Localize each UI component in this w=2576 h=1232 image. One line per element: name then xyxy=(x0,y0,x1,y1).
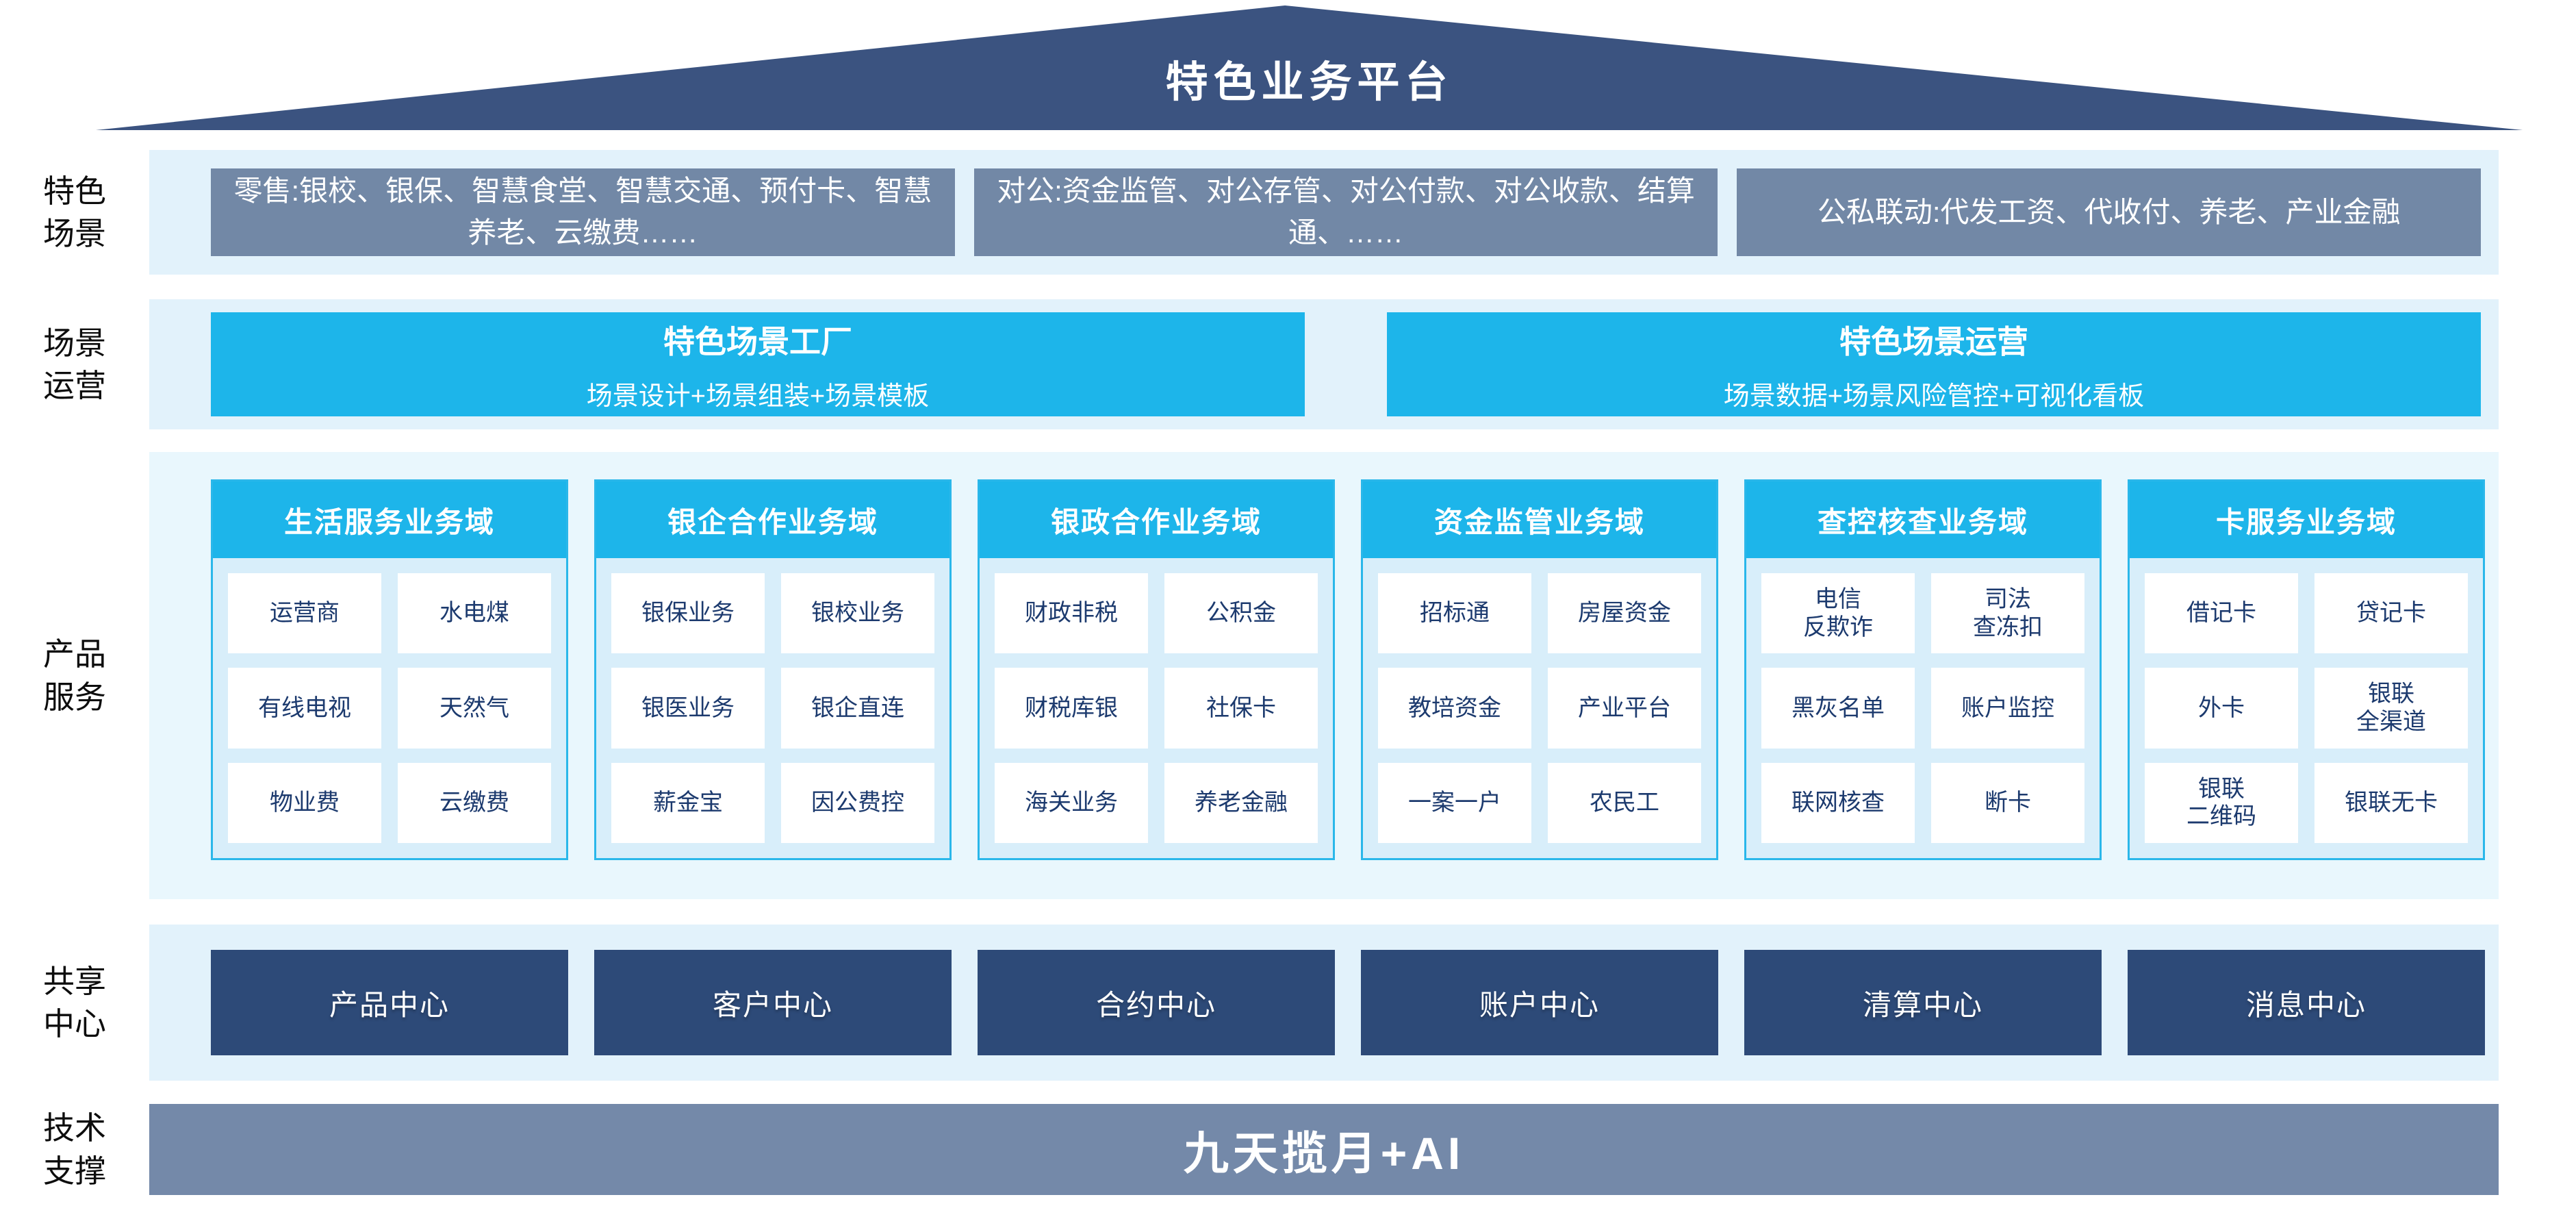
center-box-product: 产品中心 xyxy=(211,950,568,1055)
domain-column-card-services: 卡服务业务域 借记卡 贷记卡 外卡 银联 全渠道 银联 二维码 银联无卡 xyxy=(2128,479,2485,860)
domain-column-life-services: 生活服务业务域 运营商 水电煤 有线电视 天然气 物业费 云缴费 xyxy=(211,479,568,860)
diagram-title: 特色业务平台 xyxy=(1165,59,1453,106)
scene-operation-title: 特色场景运营 xyxy=(1839,323,2028,360)
domain-header: 资金监管业务域 xyxy=(1363,481,1716,558)
product-cell: 银联 全渠道 xyxy=(2314,668,2468,749)
scenes-band: 零售:银校、银保、智慧食堂、智慧交通、预付卡、智慧养老、云缴费…… 对公:资金监… xyxy=(149,150,2499,275)
scene-box-retail: 零售:银校、银保、智慧食堂、智慧交通、预付卡、智慧养老、云缴费…… xyxy=(211,168,955,256)
product-cell: 贷记卡 xyxy=(2314,573,2468,654)
center-box-account: 账户中心 xyxy=(1361,950,1718,1055)
domain-body: 财政非税 公积金 财税库银 社保卡 海关业务 养老金融 xyxy=(980,558,1333,858)
product-cell: 运营商 xyxy=(228,573,381,654)
domain-column-bank-government: 银政合作业务域 财政非税 公积金 财税库银 社保卡 海关业务 养老金融 xyxy=(978,479,1335,860)
domain-header: 生活服务业务域 xyxy=(213,481,566,558)
scene-operation-box: 特色场景运营 场景数据+场景风险管控+可视化看板 xyxy=(1387,312,2481,416)
product-cell: 有线电视 xyxy=(228,668,381,749)
scene-factory-title: 特色场景工厂 xyxy=(663,323,852,360)
product-cell: 司法 查冻扣 xyxy=(1931,573,2084,654)
layer-label-centers: 共享 中心 xyxy=(43,963,106,1042)
domain-header: 银政合作业务域 xyxy=(980,481,1333,558)
scene-factory-subtitle: 场景设计+场景组装+场景模板 xyxy=(586,381,930,411)
product-cell: 银保业务 xyxy=(611,573,765,654)
domain-body: 借记卡 贷记卡 外卡 银联 全渠道 银联 二维码 银联无卡 xyxy=(2130,558,2483,858)
product-cell: 断卡 xyxy=(1931,762,2084,843)
domain-header: 查控核查业务域 xyxy=(1746,481,2100,558)
product-cell: 云缴费 xyxy=(398,762,551,843)
product-cell: 水电煤 xyxy=(398,573,551,654)
center-box-message: 消息中心 xyxy=(2128,950,2485,1055)
product-cell: 产业平台 xyxy=(1548,668,1701,749)
center-box-contract: 合约中心 xyxy=(978,950,1335,1055)
tech-support-bar: 九天揽月+AI xyxy=(149,1104,2499,1195)
domain-header: 卡服务业务域 xyxy=(2130,481,2483,558)
domain-body: 运营商 水电煤 有线电视 天然气 物业费 云缴费 xyxy=(213,558,566,858)
scene-factory-box: 特色场景工厂 场景设计+场景组装+场景模板 xyxy=(211,312,1305,416)
domain-header: 银企合作业务域 xyxy=(596,481,949,558)
center-box-customer: 客户中心 xyxy=(594,950,952,1055)
product-cell: 财政非税 xyxy=(995,573,1148,654)
roof-banner: 特色业务平台 xyxy=(96,5,2523,130)
product-cell: 外卡 xyxy=(2145,668,2298,749)
scene-box-linkage: 公私联动:代发工资、代收付、养老、产业金融 xyxy=(1737,168,2482,256)
product-cell: 薪金宝 xyxy=(611,762,765,843)
layer-label-products: 产品 服务 xyxy=(43,636,106,715)
products-band: 生活服务业务域 运营商 水电煤 有线电视 天然气 物业费 云缴费 银企合作业务域… xyxy=(149,452,2499,899)
product-cell: 银联无卡 xyxy=(2314,762,2468,843)
layer-label-operations: 场景 运营 xyxy=(43,325,106,403)
domain-column-bank-enterprise: 银企合作业务域 银保业务 银校业务 银医业务 银企直连 薪金宝 因公费控 xyxy=(594,479,952,860)
product-cell: 联网核查 xyxy=(1761,762,1915,843)
product-cell: 房屋资金 xyxy=(1548,573,1701,654)
product-cell: 借记卡 xyxy=(2145,573,2298,654)
operations-band: 特色场景工厂 场景设计+场景组装+场景模板 特色场景运营 场景数据+场景风险管控… xyxy=(149,299,2499,429)
product-cell: 社保卡 xyxy=(1164,668,1318,749)
product-cell: 账户监控 xyxy=(1931,668,2084,749)
domain-body: 招标通 房屋资金 教培资金 产业平台 一案一户 农民工 xyxy=(1363,558,1716,858)
domain-column-inquiry-control: 查控核查业务域 电信 反欺诈 司法 查冻扣 黑灰名单 账户监控 联网核查 断卡 xyxy=(1744,479,2102,860)
product-cell: 农民工 xyxy=(1548,762,1701,843)
product-cell: 银校业务 xyxy=(781,573,934,654)
layer-label-scenes: 特色 场景 xyxy=(43,173,106,251)
product-cell: 招标通 xyxy=(1378,573,1531,654)
product-cell: 天然气 xyxy=(398,668,551,749)
product-cell: 因公费控 xyxy=(781,762,934,843)
product-cell: 电信 反欺诈 xyxy=(1761,573,1915,654)
product-cell: 黑灰名单 xyxy=(1761,668,1915,749)
scene-operation-subtitle: 场景数据+场景风险管控+可视化看板 xyxy=(1723,381,2145,411)
product-cell: 教培资金 xyxy=(1378,668,1531,749)
product-cell: 财税库银 xyxy=(995,668,1148,749)
centers-band: 产品中心 客户中心 合约中心 账户中心 清算中心 消息中心 xyxy=(149,925,2499,1081)
scene-box-corporate: 对公:资金监管、对公存管、对公付款、对公收款、结算通、…… xyxy=(973,168,1718,256)
product-cell: 物业费 xyxy=(228,762,381,843)
product-cell: 银企直连 xyxy=(781,668,934,749)
product-cell: 海关业务 xyxy=(995,762,1148,843)
product-cell: 公积金 xyxy=(1164,573,1318,654)
product-cell: 银医业务 xyxy=(611,668,765,749)
domain-body: 银保业务 银校业务 银医业务 银企直连 薪金宝 因公费控 xyxy=(596,558,949,858)
domain-column-fund-supervision: 资金监管业务域 招标通 房屋资金 教培资金 产业平台 一案一户 农民工 xyxy=(1361,479,1718,860)
product-cell: 养老金融 xyxy=(1164,762,1318,843)
domain-body: 电信 反欺诈 司法 查冻扣 黑灰名单 账户监控 联网核查 断卡 xyxy=(1746,558,2100,858)
center-box-clearing: 清算中心 xyxy=(1744,950,2102,1055)
product-cell: 一案一户 xyxy=(1378,762,1531,843)
product-cell: 银联 二维码 xyxy=(2145,762,2298,843)
layer-label-tech: 技术 支撑 xyxy=(43,1110,106,1189)
